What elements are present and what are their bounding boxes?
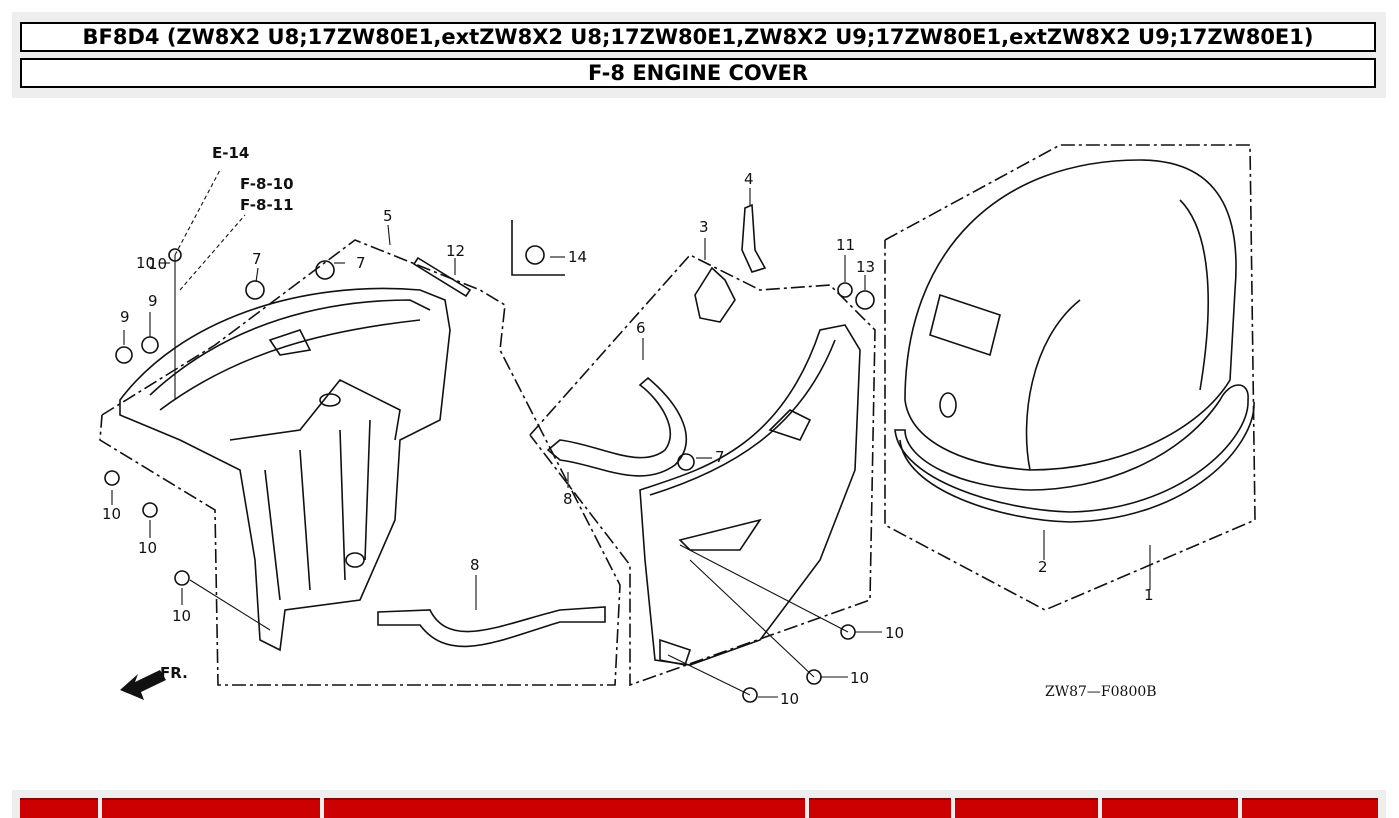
grommet-part [245, 280, 265, 300]
callout-9: 9 [148, 292, 158, 310]
bolt-head-part [742, 687, 758, 703]
callout-1: 1 [1144, 586, 1154, 604]
callout-10: 10 [136, 254, 155, 272]
callout-12: 12 [446, 242, 465, 260]
callout-9: 9 [120, 308, 130, 326]
table-header-cell [955, 798, 1098, 818]
callout-10: 10 [148, 255, 167, 273]
callout-14: 14 [568, 248, 587, 266]
group-outline-right [884, 144, 1256, 611]
front-label: FR. [160, 664, 188, 682]
bolt-head-part [104, 470, 120, 486]
diagram-code: ZW87—F0800B [1045, 684, 1157, 700]
ref-e14: E-14 [212, 144, 249, 162]
screw-part [115, 346, 133, 364]
front-direction-arrow: FR. [120, 664, 188, 700]
table-header-cell [1102, 798, 1238, 818]
callout-6: 6 [636, 319, 646, 337]
table-header-cell [20, 798, 98, 818]
callout-13: 13 [856, 258, 875, 276]
ref-f810: F-8-10 [240, 175, 294, 193]
callout-8: 8 [470, 556, 480, 574]
engine-cover-part [904, 159, 1237, 471]
wire-clip-part [741, 203, 767, 273]
clip-part [525, 245, 545, 265]
model-title: BF8D4 (ZW8X2 U8;17ZW80E1,extZW8X2 U8;17Z… [20, 22, 1376, 52]
seal-strip-left [377, 606, 606, 648]
callout-4: 4 [744, 170, 754, 188]
group-outline-middle [529, 254, 876, 687]
callout-7: 7 [356, 254, 366, 272]
callout-3: 3 [699, 218, 709, 236]
bracket-part [694, 266, 736, 323]
callout-10: 10 [172, 607, 191, 625]
callout-10: 10 [850, 669, 869, 687]
washer-part [837, 282, 853, 298]
leader-lines [111, 169, 1151, 698]
bolt-head-part [142, 502, 158, 518]
section-title: F-8 ENGINE COVER [20, 58, 1376, 88]
callout-7: 7 [715, 448, 725, 466]
callout-8: 8 [563, 490, 573, 508]
table-header-cell [1242, 798, 1378, 818]
callout-2: 2 [1038, 558, 1048, 576]
ref-f811: F-8-11 [240, 196, 294, 214]
cover-seal-part [894, 384, 1255, 523]
bolt-head-part [174, 570, 190, 586]
grommet-part [677, 453, 695, 471]
table-header-cell [324, 798, 805, 818]
callout-10: 10 [885, 624, 904, 642]
lower-cover-part [119, 287, 451, 652]
callout-7: 7 [252, 250, 262, 268]
table-header-cell [809, 798, 951, 818]
bolt-part [412, 256, 472, 298]
callout-11: 11 [836, 236, 855, 254]
group-outline-left [99, 239, 621, 686]
side-cover-part [639, 324, 861, 666]
exploded-parts-diagram: FR. E-14 F-8-10 F-8-11 1 2 3 4 5 6 7 7 7… [99, 144, 1256, 708]
screw-part [141, 336, 159, 354]
callout-10: 10 [102, 505, 121, 523]
clip-bracket [511, 220, 565, 276]
callout-5: 5 [383, 207, 393, 225]
callout-10: 10 [138, 539, 157, 557]
table-header-cell [102, 798, 320, 818]
callout-10: 10 [780, 690, 799, 708]
seal-strip-middle [546, 376, 687, 477]
grommet-part [315, 260, 335, 280]
washer-part [855, 290, 875, 310]
